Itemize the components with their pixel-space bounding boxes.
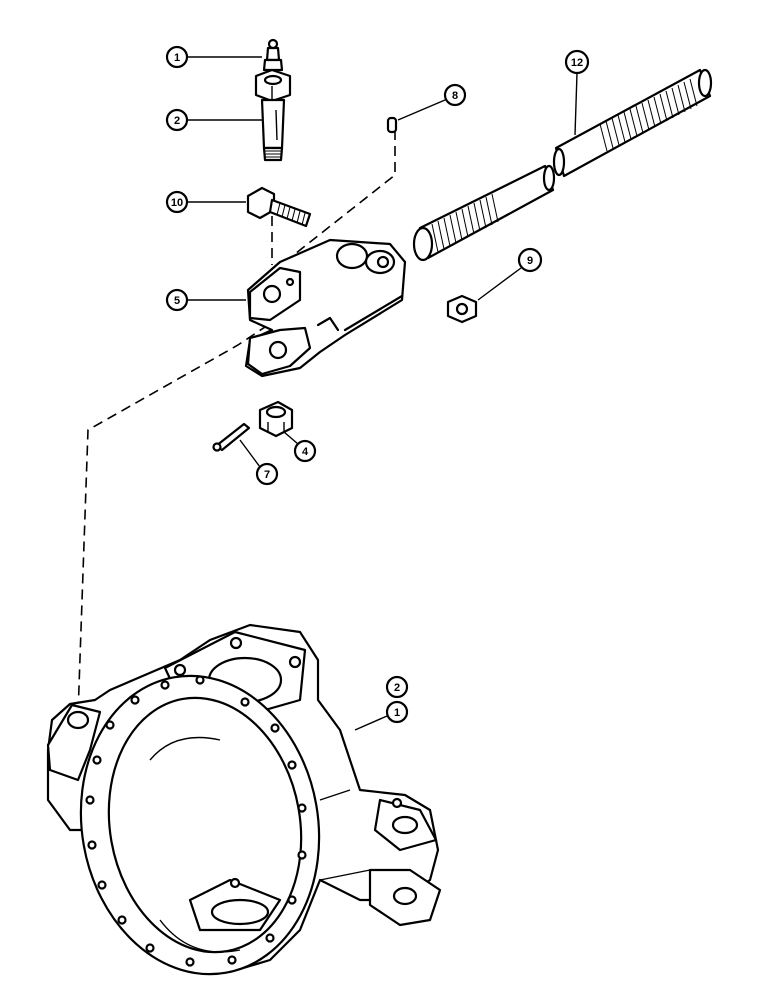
callout-8: 8 <box>397 83 467 121</box>
callout-5: 5 <box>165 288 246 312</box>
cotter-pin-part <box>212 422 251 452</box>
tie-rod-end-part <box>244 238 407 378</box>
tube-threads-right <box>599 78 698 152</box>
svg-text:12: 12 <box>571 57 583 69</box>
pivot-bolt-part <box>254 68 292 162</box>
svg-text:9: 9 <box>527 255 533 267</box>
callout-1: 1 <box>354 700 409 731</box>
svg-text:1: 1 <box>394 707 400 719</box>
steering-knuckle-part <box>46 623 442 976</box>
callouts: 1 2 8 12 10 9 5 <box>165 45 590 731</box>
slotted-nut-part <box>258 400 294 438</box>
svg-text:4: 4 <box>302 446 309 458</box>
svg-text:7: 7 <box>264 469 270 481</box>
svg-text:1: 1 <box>174 52 180 64</box>
callout-9: 10 <box>165 190 246 214</box>
grease-fitting-part <box>262 38 284 72</box>
callout-4: 2 <box>165 108 262 132</box>
assembly-guide-lines <box>77 130 396 716</box>
jam-nut-part <box>446 294 478 324</box>
bolt-threads <box>265 150 281 158</box>
callout-3: 1 <box>165 45 262 69</box>
callout-2: 2 <box>385 675 409 699</box>
svg-text:8: 8 <box>452 90 458 102</box>
dowel-pin-part <box>386 116 398 134</box>
tie-rod-tube-part <box>412 68 713 262</box>
screw-threads <box>276 202 306 226</box>
cap-screw-part <box>246 186 312 228</box>
svg-text:10: 10 <box>171 197 183 209</box>
flange-bolt-holes <box>85 675 307 967</box>
svg-text:2: 2 <box>174 115 180 127</box>
svg-text:2: 2 <box>394 682 400 694</box>
callout-7: 7 <box>239 439 279 486</box>
callout-6: 4 <box>283 431 317 463</box>
callout-10: 9 <box>477 247 543 301</box>
tube-threads-left <box>431 193 499 253</box>
svg-text:5: 5 <box>174 295 180 307</box>
callout-12: 12 <box>564 49 590 136</box>
